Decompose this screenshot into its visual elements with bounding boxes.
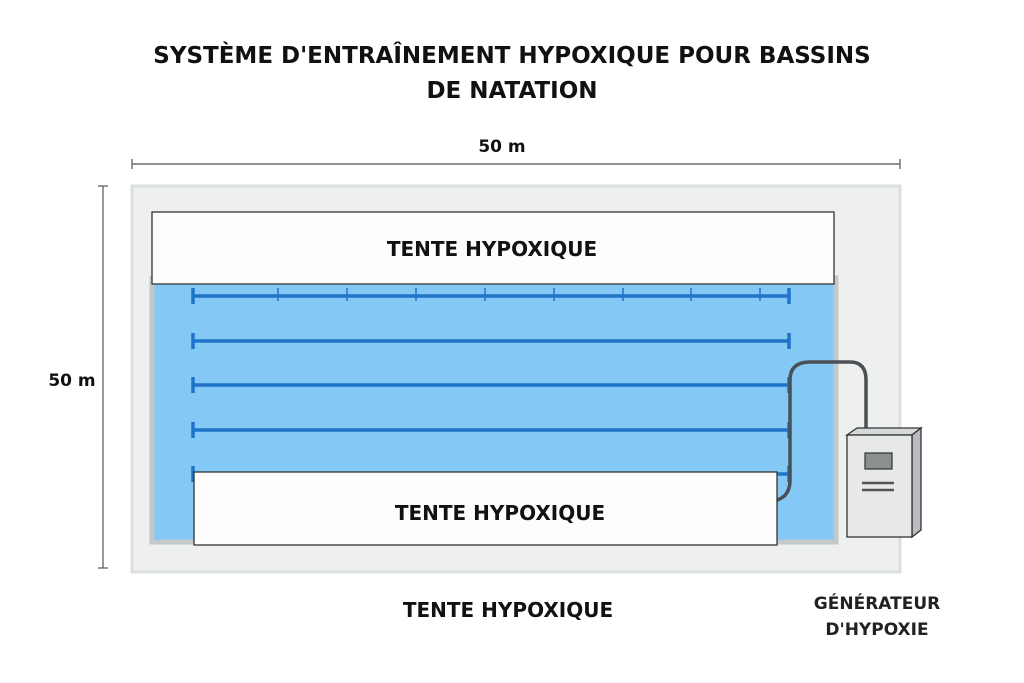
hypoxia-generator <box>844 426 923 539</box>
top-tent: TENTE HYPOXIQUE <box>151 211 835 285</box>
top-tent-label: TENTE HYPOXIQUE <box>387 237 597 261</box>
generator-screen <box>864 452 893 470</box>
title-line-2: DE NATATION <box>426 78 597 104</box>
width-dimension: 50 m <box>131 137 901 169</box>
bottom-tent-label: TENTE HYPOXIQUE <box>395 501 605 525</box>
height-dimension: 50 m <box>48 185 108 569</box>
generator-label-line-2: D'HYPOXIE <box>825 620 928 640</box>
title-line-1: SYSTÈME D'ENTRAÎNEMENT HYPOXIQUE POUR BA… <box>153 41 870 69</box>
tent-caption: TENTE HYPOXIQUE <box>403 598 613 622</box>
height-label: 50 m <box>48 371 95 391</box>
bottom-tent: TENTE HYPOXIQUE <box>193 471 778 546</box>
width-label: 50 m <box>478 137 525 157</box>
generator-label-line-1: GÉNÉRATEUR <box>814 592 940 614</box>
hose <box>776 360 868 502</box>
